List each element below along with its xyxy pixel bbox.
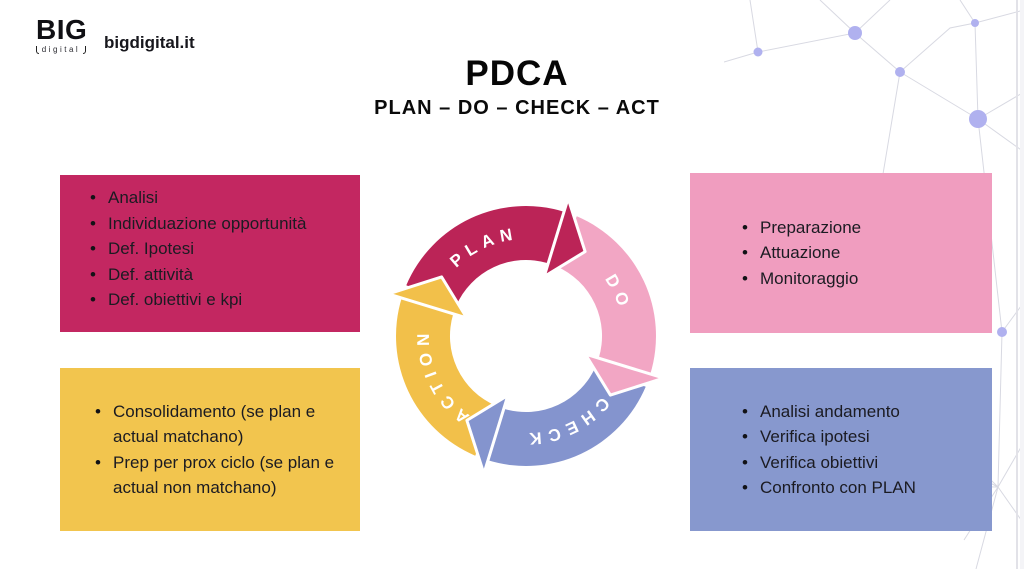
list-item: Monitoraggio [742,266,982,292]
list-item: Def. Ipotesi [90,236,352,262]
list-item: Verifica ipotesi [742,424,982,450]
list-item: Confronto con PLAN [742,475,982,501]
brand-logo-text: BIG [36,14,88,45]
list-item: Prep per prox ciclo (se plan e actual no… [95,450,346,501]
slide-edge-band [1020,0,1024,569]
website-url: bigdigital.it [104,33,195,52]
logo-bracket-right-icon [83,46,86,54]
mesh-nodes [753,19,1007,337]
list-item: Attuazione [742,240,982,266]
do-box: PreparazioneAttuazioneMonitoraggio [690,173,992,333]
pdca-cycle-diagram: PLAN DO CHECK ACTION [386,196,666,476]
list-item: Verifica obiettivi [742,450,982,476]
plan-arrowhead [542,196,587,279]
list-item: Preparazione [742,215,982,241]
page-title: PDCA [465,54,569,93]
list-item: Consolidamento (se plan e actual matchan… [95,399,346,450]
act-box: Consolidamento (se plan e actual matchan… [60,368,360,531]
brand-logo: BIG digital [36,14,88,54]
act-list: Consolidamento (se plan e actual matchan… [60,399,360,501]
check-list: Analisi andamentoVerifica ipotesiVerific… [690,399,992,501]
page-subtitle: PLAN – DO – CHECK – ACT [374,97,660,119]
brand-logo-subline: digital [36,45,86,54]
do-list: PreparazioneAttuazioneMonitoraggio [690,215,992,292]
plan-box: AnalisiIndividuazione opportunitàDef. Ip… [60,175,360,332]
brand-logo-subtext: digital [41,45,81,54]
check-box: Analisi andamentoVerifica ipotesiVerific… [690,368,992,531]
list-item: Def. attività [90,262,352,288]
list-item: Analisi [90,185,352,211]
action-arrowhead [386,275,469,320]
list-item: Def. obiettivi e kpi [90,287,352,313]
logo-bracket-left-icon [36,46,39,54]
list-item: Analisi andamento [742,399,982,425]
do-arrowhead [583,352,666,397]
list-item: Individuazione opportunità [90,211,352,237]
check-arrowhead [465,393,510,476]
plan-list: AnalisiIndividuazione opportunitàDef. Ip… [60,175,360,313]
title-block: PDCA PLAN – DO – CHECK – ACT [337,54,697,120]
